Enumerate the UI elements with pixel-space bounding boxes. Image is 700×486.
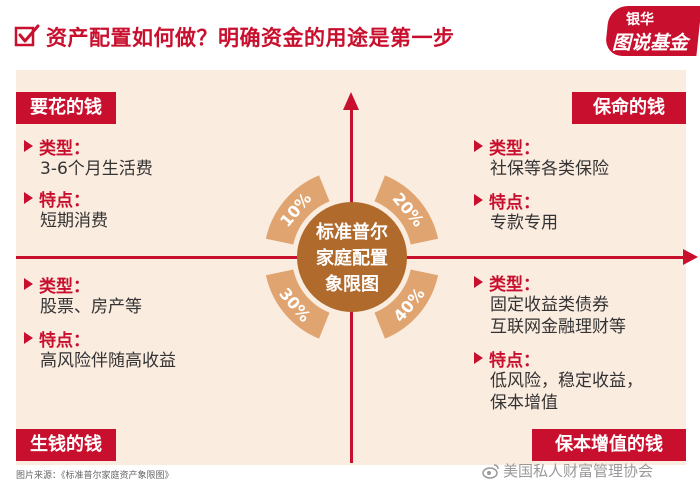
feature-value: 短期消费 bbox=[40, 211, 108, 231]
center-circle bbox=[297, 202, 407, 312]
type-value: 股票、房产等 bbox=[40, 297, 142, 317]
feature-value: 高风险伴随高收益 bbox=[40, 351, 176, 371]
center-title-line3: 象限图 bbox=[325, 273, 379, 295]
ring-segment-top-right bbox=[374, 175, 439, 245]
type-value-line2: 互联网金融理财等 bbox=[490, 317, 626, 337]
triangle-right-icon bbox=[474, 194, 483, 206]
tag-preservation-money: 保本增值的钱 bbox=[532, 429, 686, 461]
triangle-right-icon bbox=[24, 192, 33, 204]
type-label: 类型： bbox=[474, 270, 643, 295]
type-label: 类型： bbox=[474, 134, 609, 159]
arrow-right-icon bbox=[683, 249, 698, 265]
brand-logo-bottom: 图说基金 bbox=[612, 32, 689, 54]
image-source: 图片来源：《标准普尔家庭资产象限图》 bbox=[16, 471, 174, 481]
type-label: 类型： bbox=[24, 134, 153, 159]
arrow-up-icon bbox=[343, 92, 359, 110]
quadrant-top-left: 类型： 3-6个月生活费 特点： 短期消费 bbox=[24, 134, 153, 232]
feature-value: 专款专用 bbox=[490, 213, 558, 233]
type-value: 3-6个月生活费 bbox=[40, 159, 153, 179]
type-value: 社保等各类保险 bbox=[490, 159, 609, 179]
checkbox-checked-icon bbox=[14, 24, 40, 47]
quadrant-top-right: 类型： 社保等各类保险 特点： 专款专用 bbox=[474, 134, 609, 234]
tag-growth-money: 生钱的钱 bbox=[16, 429, 116, 461]
type-label: 类型： bbox=[24, 272, 176, 297]
header: 资产配置如何做？明确资金的用途是第一步 银华 图说基金 bbox=[0, 0, 700, 64]
tag-protection-money: 保命的钱 bbox=[572, 92, 686, 124]
weibo-icon bbox=[482, 464, 499, 479]
feature-value-line2: 保本增值 bbox=[490, 393, 558, 413]
brand-logo-top: 银华 bbox=[626, 12, 654, 28]
feature-label: 特点： bbox=[24, 326, 176, 351]
watermark: 美国私人财富管理协会 bbox=[503, 462, 654, 480]
ring-segment-bottom-right bbox=[374, 269, 439, 339]
triangle-right-icon bbox=[24, 140, 33, 152]
ring-segment-bottom-left bbox=[265, 269, 330, 339]
center-title-line1: 标准普尔 bbox=[315, 221, 388, 243]
triangle-right-icon bbox=[474, 276, 483, 288]
triangle-right-icon bbox=[474, 352, 483, 364]
quadrant-bottom-right: 类型： 固定收益类债券 互联网金融理财等 特点： 低风险，稳定收益， 保本增值 bbox=[474, 270, 643, 414]
feature-label: 特点： bbox=[474, 188, 609, 213]
page-title: 资产配置如何做？明确资金的用途是第一步 bbox=[46, 26, 455, 50]
triangle-right-icon bbox=[24, 278, 33, 290]
quadrant-bottom-left: 类型： 股票、房产等 特点： 高风险伴随高收益 bbox=[24, 272, 176, 372]
triangle-right-icon bbox=[24, 332, 33, 344]
tag-spending-money: 要花的钱 bbox=[16, 92, 116, 124]
ring-segment-top-left bbox=[265, 175, 330, 245]
feature-label: 特点： bbox=[24, 186, 153, 211]
feature-label: 特点： bbox=[474, 346, 643, 371]
triangle-right-icon bbox=[474, 140, 483, 152]
type-value-line1: 固定收益类债券 bbox=[490, 295, 609, 315]
center-title-line2: 家庭配置 bbox=[316, 247, 388, 269]
feature-value-line1: 低风险，稳定收益， bbox=[490, 371, 643, 391]
